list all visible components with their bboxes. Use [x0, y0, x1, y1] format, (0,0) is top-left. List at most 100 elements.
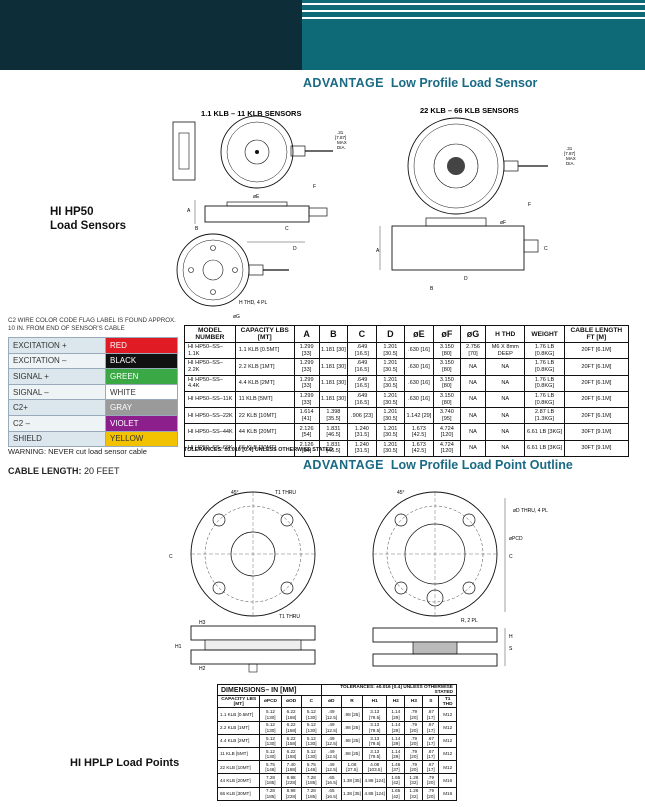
wire-color: GRAY — [105, 399, 178, 416]
t1-thru-bottom-left: T1 THRU — [279, 614, 300, 620]
table-cell: 20FT [6.1M] — [563, 341, 630, 360]
sensor-table-header: H THD — [485, 325, 526, 343]
table-cell: 1.181 [30] — [318, 374, 349, 392]
title-keyword: ADVANTAGE — [303, 76, 384, 90]
point-table-header: H1 — [362, 695, 388, 709]
table-cell: 1.76 LB [0.8KG] — [524, 358, 565, 376]
label-fd-large: øF — [500, 220, 506, 226]
table-cell: 1.26 [32] — [404, 786, 424, 801]
table-cell: HI HP50–SS–2.2K — [184, 358, 236, 376]
table-cell: .630 [16] — [404, 374, 434, 392]
table-cell: 1.181 [30] — [318, 358, 349, 376]
table-cell: .49 [12.5] — [320, 760, 342, 775]
table-cell: .49 [12.5] — [320, 720, 342, 735]
table-cell: 1.299 [33] — [293, 341, 320, 360]
table-cell: 3.13 [79.5] — [362, 720, 388, 735]
table-cell: 6.22 [158] — [280, 733, 302, 748]
table-cell: 20FT [6.1M] — [563, 407, 630, 425]
table-cell: NA — [485, 358, 526, 376]
table-cell: 8.98 [228] — [280, 773, 302, 788]
table-cell: 5.12 [130] — [259, 746, 282, 762]
wire-color: BLACK — [105, 352, 178, 370]
table-cell: 11 KLB [5MT] — [216, 746, 261, 762]
point-table-header: CAPACITY LBS [MT] — [216, 695, 261, 709]
sensor-table-header: øF — [432, 325, 462, 343]
cable-dim-large: .31 [7.87] MAX DIA. — [564, 146, 577, 166]
load-point-right-svg: 45° øD THRU, 4 PL øPCD C R, 2 PL S H — [372, 490, 548, 667]
table-cell: .630 [16] — [404, 341, 434, 360]
sensor-tolerance-note: TOLERANCES: ±0.016 [0.4] UNLESS OTHERWIS… — [184, 447, 334, 453]
table-cell: 2.756 [70] — [460, 341, 487, 360]
label-a-small: A — [187, 208, 191, 214]
table-cell: .98 [25] — [340, 720, 364, 735]
label-h1: H1 — [175, 644, 182, 650]
table-cell: 6.61 LB [3KG] — [524, 423, 565, 441]
table-cell: NA — [485, 407, 526, 425]
table-cell: M12 — [438, 707, 457, 722]
table-cell: .649 [16.5] — [347, 390, 377, 409]
table-cell: 4.724 [120] — [432, 423, 462, 441]
table-cell: 30FT [9.1M] — [563, 439, 630, 458]
table-row: 11 KLB [5MT]5.12 [130]6.22 [158]5.12 [13… — [216, 746, 457, 762]
table-cell: 1.76 LB [0.8KG] — [524, 390, 565, 409]
table-cell: NA — [460, 358, 487, 376]
table-cell: 1.201 [30.5] — [375, 358, 406, 376]
sensor-section-title: ADVANTAGE Low Profile Load Sensor — [303, 76, 537, 90]
table-cell: 1.76 LB [0.8KG] — [524, 341, 565, 360]
load-point-right-drawing: 45° øD THRU, 4 PL øPCD C R, 2 PL S H — [365, 478, 605, 678]
sensor-table-header: CAPACITY LBS [MT] — [234, 325, 295, 343]
table-cell: 1.38 [35] — [340, 773, 364, 788]
point-side-title: HI HPLP Load Points — [70, 757, 180, 769]
table-cell: M12 — [438, 760, 457, 775]
point-table-title: DIMENSIONS– IN [MM] — [217, 683, 322, 697]
table-cell: .67 [17] — [422, 760, 440, 775]
table-cell: 4.4 KLB [2MT] — [234, 374, 295, 392]
table-cell: 7.28 [185] — [300, 773, 322, 788]
label-c-large: C — [544, 246, 548, 252]
table-row: 66 KLB [30MT]7.28 [185]8.98 [228]7.28 [1… — [216, 786, 457, 801]
wire-row: EXCITATION –BLACK — [8, 352, 178, 370]
table-cell: 7.28 [185] — [259, 773, 282, 788]
sensor-side-title: HI HP50 Load Sensors — [50, 205, 126, 233]
drawing-label-large: 22 KLB – 66 KLB SENSORS — [420, 106, 519, 115]
table-cell: 1.398 [35.5] — [318, 407, 349, 425]
table-cell: 3.150 [80] — [432, 390, 462, 409]
table-cell: 4.88 [124] — [362, 786, 388, 801]
table-cell: NA — [485, 423, 526, 441]
wire-signal: SIGNAL + — [8, 368, 106, 385]
point-table-header: øD — [320, 695, 342, 709]
point-table-header: C — [300, 695, 322, 709]
large-sensor-svg: 22 KLB – 66 KLB SENSORS .31 [7.87] MAX D… — [376, 106, 577, 292]
table-cell: .79 [20] — [404, 733, 424, 748]
table-cell: 1.26 [32] — [404, 773, 424, 788]
table-cell: 3.13 [79.5] — [362, 707, 388, 722]
table-cell: .98 [25] — [340, 733, 364, 748]
table-cell: 30FT [9.1M] — [563, 423, 630, 441]
table-cell: 1.614 [41] — [293, 407, 320, 425]
label-a-large: A — [376, 248, 380, 254]
table-cell: 20FT [6.1M] — [563, 390, 630, 409]
table-cell: 1.181 [30] — [318, 341, 349, 360]
table-cell: .630 [16] — [404, 390, 434, 409]
table-cell: 5.12 [130] — [259, 733, 282, 748]
sensor-table-header: B — [318, 325, 349, 343]
point-table-header: øOD — [280, 695, 302, 709]
table-cell: .649 [16.5] — [347, 358, 377, 376]
table-cell: M12 — [438, 746, 457, 762]
wire-signal: C2 – — [8, 414, 106, 432]
table-cell: 4.724 [120] — [432, 439, 462, 458]
table-cell: .79 [20] — [404, 707, 424, 722]
table-cell: 1.65 [42] — [386, 786, 406, 801]
table-cell: 1.831 [46.5] — [318, 423, 349, 441]
point-table-header: R — [340, 695, 364, 709]
table-cell: 1.46 [37] — [386, 760, 406, 775]
sensor-table-header: C — [347, 325, 377, 343]
pcd-label: øPCD — [509, 536, 523, 542]
angle-label-right: 45° — [397, 490, 405, 496]
cable-dim-small: .31 [7.87] MAX DIA. — [335, 130, 348, 150]
table-cell: .79 [20] — [404, 746, 424, 762]
